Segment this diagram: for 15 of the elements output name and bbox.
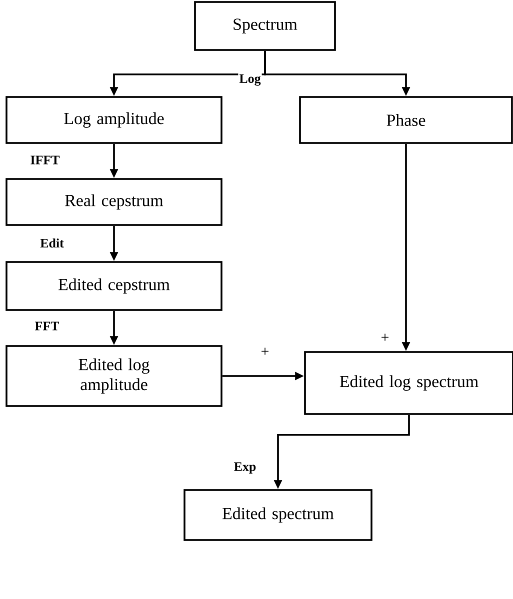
process-box: Real cepstrum <box>6 178 222 226</box>
edge-label: IFFT <box>29 154 61 166</box>
process-box: Phase <box>299 96 513 144</box>
edge-label: + <box>260 346 270 358</box>
edge-label: + <box>380 332 390 344</box>
edge-label: FFT <box>34 320 60 332</box>
process-box: Edited log amplitude <box>6 345 222 407</box>
process-box: Edited log spectrum <box>304 351 513 415</box>
edge-label: Log <box>238 73 262 87</box>
process-box: Edited spectrum <box>184 489 372 541</box>
edge-label: Edit <box>39 237 65 249</box>
process-box: Log amplitude <box>6 96 222 144</box>
process-box: Edited cepstrum <box>6 261 222 311</box>
process-box: Spectrum <box>194 1 336 51</box>
edge-label: Exp <box>232 461 258 475</box>
